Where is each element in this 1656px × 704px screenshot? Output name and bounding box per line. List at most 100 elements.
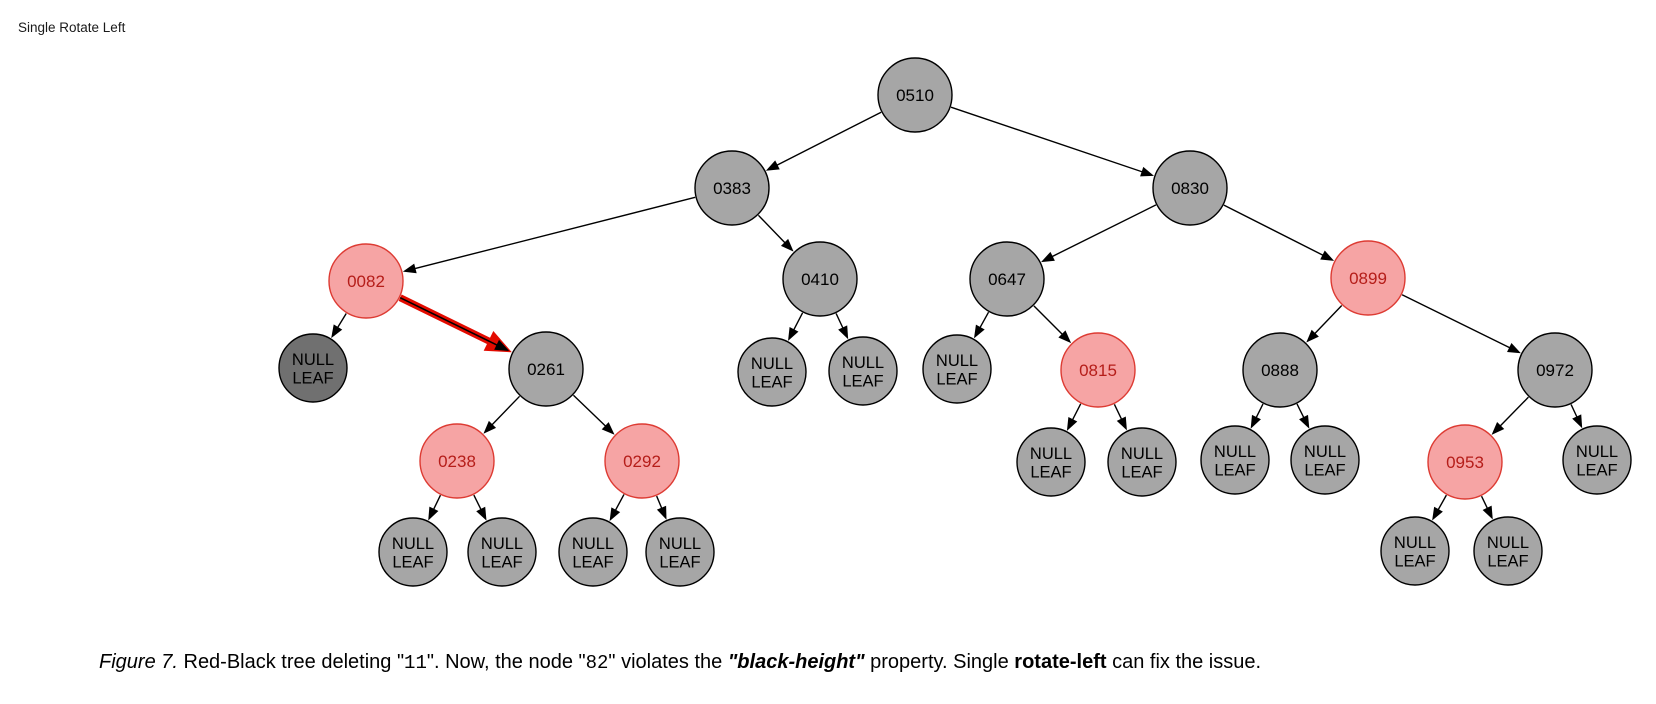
caption-segment: 11 xyxy=(404,652,427,674)
svg-text:LEAF: LEAF xyxy=(659,554,700,572)
svg-text:0815: 0815 xyxy=(1079,361,1117,380)
tree-edge-n0899-n0888 xyxy=(1306,304,1343,343)
tree-edge-n0261-n0238 xyxy=(483,395,521,434)
caption-segment: rotate-left xyxy=(1014,651,1107,673)
caption-segment: ". Now, the node " xyxy=(426,651,586,673)
caption-segment: " violates the xyxy=(608,651,728,673)
svg-text:0953: 0953 xyxy=(1446,453,1484,472)
svg-text:0972: 0972 xyxy=(1536,361,1574,380)
svg-text:NULL: NULL xyxy=(481,535,523,553)
tree-edge-n0888-leaf08 xyxy=(1296,403,1310,429)
caption-segment: Red-Black tree deleting " xyxy=(177,651,405,673)
tree-node-0292: 0292 xyxy=(604,423,680,499)
tree-edge-n0510-n0383 xyxy=(765,111,882,171)
tree-node-0953: 0953 xyxy=(1427,424,1503,500)
tree-node-0510: 0510 xyxy=(877,57,953,133)
svg-text:LEAF: LEAF xyxy=(751,374,792,392)
svg-text:NULL: NULL xyxy=(1121,445,1163,463)
svg-text:LEAF: LEAF xyxy=(1304,462,1345,480)
caption-segment: Figure 7. xyxy=(99,651,178,673)
svg-text:NULL: NULL xyxy=(1487,534,1529,552)
svg-text:LEAF: LEAF xyxy=(842,373,883,391)
tree-edge-n0815-leaf05 xyxy=(1066,403,1082,431)
svg-text:0383: 0383 xyxy=(713,179,751,198)
tree-edge-n0261-n0292 xyxy=(572,394,615,435)
tree-edge-n0953-leaf15 xyxy=(1480,495,1493,520)
tree-node-0647: 0647 xyxy=(969,241,1045,317)
tree-edge-n0238-leaf10 xyxy=(428,494,442,521)
svg-text:NULL: NULL xyxy=(292,351,334,369)
svg-text:0292: 0292 xyxy=(623,452,661,471)
svg-text:LEAF: LEAF xyxy=(1576,462,1617,480)
tree-edge-n0888-leaf07 xyxy=(1250,403,1264,429)
tree-edge-n0953-leaf14 xyxy=(1432,494,1447,521)
svg-text:LEAF: LEAF xyxy=(392,554,433,572)
tree-node-0888: 0888 xyxy=(1242,332,1318,408)
caption-segment: property. Single xyxy=(864,651,1015,673)
tree-edge-n0238-leaf11 xyxy=(473,494,487,521)
svg-text:0888: 0888 xyxy=(1261,361,1299,380)
svg-text:NULL: NULL xyxy=(1214,443,1256,461)
svg-text:NULL: NULL xyxy=(572,535,614,553)
svg-text:0830: 0830 xyxy=(1171,179,1209,198)
tree-edge-n0410-leaf02 xyxy=(788,312,804,341)
highlight-edge-n0082-n0261 xyxy=(398,294,512,353)
tree-edge-n0292-leaf12 xyxy=(609,494,625,522)
svg-text:0510: 0510 xyxy=(896,86,934,105)
figure-title: Single Rotate Left xyxy=(18,20,126,35)
svg-text:NULL: NULL xyxy=(392,535,434,553)
tree-edge-n0383-n0082 xyxy=(402,196,696,274)
svg-text:0410: 0410 xyxy=(801,270,839,289)
tree-edge-n0292-leaf13 xyxy=(655,495,667,520)
tree-edge-n0972-leaf09 xyxy=(1570,404,1583,429)
svg-text:NULL: NULL xyxy=(1576,443,1618,461)
svg-text:LEAF: LEAF xyxy=(1121,464,1162,482)
caption-segment: "black-height" xyxy=(727,651,865,673)
svg-text:NULL: NULL xyxy=(751,355,793,373)
tree-edge-n0510-n0830 xyxy=(950,106,1155,177)
tree-edge-n0899-n0972 xyxy=(1401,294,1521,354)
svg-text:0238: 0238 xyxy=(438,452,476,471)
tree-edge-n0410-leaf03 xyxy=(835,313,849,340)
tree-edge-n0082-leaf01 xyxy=(331,313,347,339)
svg-text:NULL: NULL xyxy=(842,354,884,372)
tree-node-0830: 0830 xyxy=(1152,150,1228,226)
tree-edge-n0830-n0647 xyxy=(1041,204,1157,263)
caption-segment: can fix the issue. xyxy=(1106,651,1262,673)
svg-text:LEAF: LEAF xyxy=(1214,462,1255,480)
tree-node-0383: 0383 xyxy=(694,150,770,226)
svg-text:NULL: NULL xyxy=(1030,445,1072,463)
svg-text:NULL: NULL xyxy=(1304,443,1346,461)
tree-node-0899: 0899 xyxy=(1330,240,1406,316)
svg-text:LEAF: LEAF xyxy=(1394,553,1435,571)
svg-text:NULL: NULL xyxy=(936,352,978,370)
tree-node-0410: 0410 xyxy=(782,241,858,317)
tree-edge-n0815-leaf06 xyxy=(1113,403,1127,431)
tree-node-0238: 0238 xyxy=(419,423,495,499)
svg-text:0899: 0899 xyxy=(1349,269,1387,288)
tree-edge-n0830-n0899 xyxy=(1223,204,1335,261)
tree-node-0082: 0082 xyxy=(328,243,404,319)
tree-edge-n0647-leaf04 xyxy=(973,311,990,339)
svg-text:LEAF: LEAF xyxy=(936,371,977,389)
tree-edge-n0972-n0953 xyxy=(1491,396,1529,435)
svg-text:0647: 0647 xyxy=(988,270,1026,289)
tree-node-0815: 0815 xyxy=(1060,332,1136,408)
svg-text:LEAF: LEAF xyxy=(1487,553,1528,571)
svg-text:NULL: NULL xyxy=(1394,534,1436,552)
